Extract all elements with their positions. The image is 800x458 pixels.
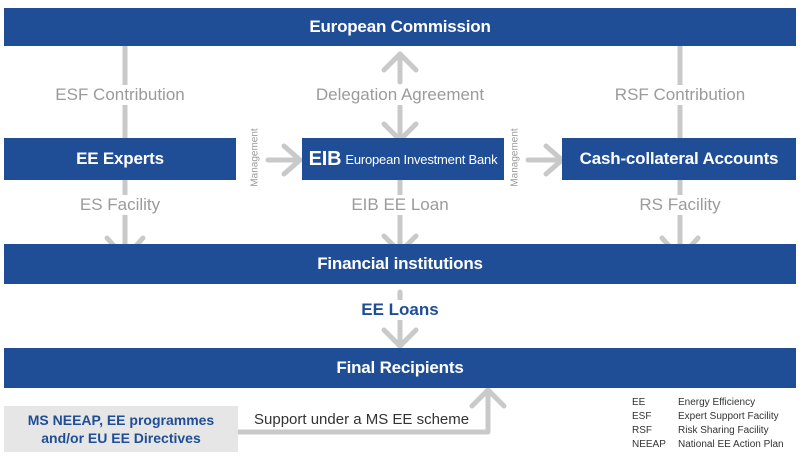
legend-row: ESF Expert Support Facility (632, 410, 784, 424)
legend-text: Energy Efficiency (678, 397, 756, 408)
european-commission-label: European Commission (309, 17, 491, 36)
cash-collateral-label: Cash-collateral Accounts (579, 149, 779, 168)
legend-row: EE Energy Efficiency (632, 396, 784, 410)
bar-financial-institutions: Financial institutions (4, 244, 796, 284)
delegation-agreement-label: Delegation Agreement (311, 85, 489, 105)
eib-full-label: European Investment Bank (345, 151, 498, 167)
legend-abbr: RSF (632, 425, 652, 436)
source-box: MS NEEAP, EE programmes and/or EU EE Dir… (4, 406, 238, 452)
eib-ee-loan-label: EIB EE Loan (347, 195, 453, 215)
arrow-delegation-down (381, 103, 419, 143)
rsf-contribution-label: RSF Contribution (610, 85, 750, 105)
source-line-2: and/or EU EE Directives (41, 430, 201, 446)
legend-row: NEEAP National EE Action Plan (632, 438, 784, 452)
bar-cash-collateral: Cash-collateral Accounts (562, 138, 796, 180)
arrow-eib-ee-loan (381, 177, 419, 255)
final-recipients-label: Final Recipients (336, 358, 464, 377)
bar-eib: EIB European Investment Bank (302, 138, 504, 180)
legend-abbr: NEEAP (632, 439, 666, 450)
management-left-label: Management (249, 128, 261, 187)
legend-abbr: EE (632, 397, 646, 408)
arrow-support (235, 387, 507, 435)
bar-ee-experts: EE Experts (4, 138, 236, 180)
esf-contribution-label: ESF Contribution (51, 85, 189, 105)
support-label: Support under a MS EE scheme (252, 411, 472, 428)
legend-text: Risk Sharing Facility (678, 425, 769, 436)
legend-text: National EE Action Plan (678, 439, 784, 450)
eib-abbr-label: EIB (308, 147, 342, 170)
arrow-management-right (525, 143, 565, 177)
arrow-management-left (265, 143, 303, 177)
ee-loans-label: EE Loans (357, 300, 443, 320)
financial-institutions-label: Financial institutions (317, 254, 483, 273)
legend-abbr: ESF (632, 411, 652, 422)
ee-experts-label: EE Experts (76, 149, 164, 168)
legend-text: Expert Support Facility (678, 411, 779, 422)
bar-european-commission: European Commission (4, 8, 796, 46)
legend-row: RSF Risk Sharing Facility (632, 424, 784, 438)
bar-final-recipients: Final Recipients (4, 348, 796, 388)
source-line-1: MS NEEAP, EE programmes (27, 412, 215, 428)
es-facility-label: ES Facility (75, 195, 165, 215)
rs-facility-label: RS Facility (635, 195, 725, 215)
management-right-label: Management (509, 128, 521, 187)
legend: EE Energy Efficiency ESF Expert Support … (632, 396, 784, 452)
arrow-delegation-up (381, 51, 419, 85)
